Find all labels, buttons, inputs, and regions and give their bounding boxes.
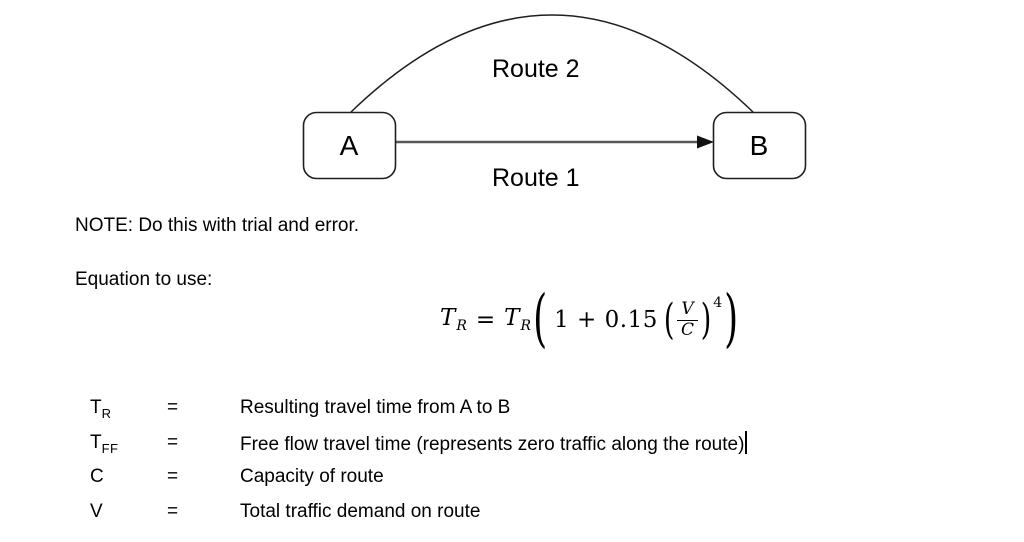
vc-fraction: V C xyxy=(677,301,698,340)
eq-rhs-subscript: R xyxy=(520,318,532,335)
route2-arc xyxy=(350,14,754,113)
symbol-base: C xyxy=(90,466,104,488)
node-a-label: A xyxy=(340,130,359,161)
route-diagram: A B Route 2 Route 1 xyxy=(302,14,807,192)
eq-rhs-coefficient: TR xyxy=(504,304,532,335)
bpr-equation: TR = TR ( 1 + 0.15 ( V C ) 4 ) xyxy=(440,287,740,353)
definition-text: Capacity of route xyxy=(240,466,384,488)
symbol-base: T xyxy=(90,397,102,418)
definition-row-tr: TR = Resulting travel time from A to B xyxy=(90,396,747,431)
text-cursor xyxy=(745,430,748,454)
definition-text: Free flow travel time (represents zero t… xyxy=(240,430,748,457)
definition-text: Total traffic demand on route xyxy=(240,500,481,522)
node-b-label: B xyxy=(750,130,769,161)
symbol-c: C xyxy=(90,465,167,491)
open-paren-large: ( xyxy=(533,283,548,355)
equals-sign: = xyxy=(167,466,179,488)
equals-sign: = xyxy=(167,500,179,522)
equals-sign: = xyxy=(167,431,179,453)
equals-sign: = xyxy=(167,397,179,418)
close-paren-inner: ) xyxy=(700,295,712,345)
definition-row-tff: TFF = Free flow travel time (represents … xyxy=(90,430,748,466)
definition-text: Resulting travel time from A to B xyxy=(240,397,511,418)
definition-text-inner: Free flow travel time (represents zero t… xyxy=(240,433,745,455)
node-b-box xyxy=(712,111,807,180)
definition-row-c: C = Capacity of route xyxy=(90,465,747,500)
fraction-numerator: V xyxy=(677,301,698,321)
eq-rhs-base: T xyxy=(504,304,520,331)
symbol-tr: TR xyxy=(90,396,167,422)
close-paren-large: ) xyxy=(724,283,739,355)
eq-lhs-base: T xyxy=(440,304,456,331)
eq-lhs-subscript: R xyxy=(456,318,467,335)
symbol-subscript: R xyxy=(101,405,112,421)
symbol-subscript: FF xyxy=(101,440,119,456)
open-paren-inner: ( xyxy=(663,295,675,345)
route2-label: Route 2 xyxy=(492,55,580,83)
node-a-box xyxy=(302,111,397,180)
eq-linear-term: 1 + 0.15 xyxy=(554,306,658,333)
eq-lhs: TR xyxy=(440,304,467,335)
fraction-denominator: C xyxy=(681,320,695,340)
symbol-base: V xyxy=(90,500,103,522)
definition-row-v: V = Total traffic demand on route xyxy=(90,500,747,535)
equation-intro: Equation to use: xyxy=(75,269,213,290)
symbol-v: V xyxy=(90,500,167,526)
route1-label: Route 1 xyxy=(492,164,580,192)
eq-equals-sign: = xyxy=(475,306,496,333)
variable-definitions: TR = Resulting travel time from A to B T… xyxy=(90,396,748,535)
symbol-base: T xyxy=(90,431,102,453)
route1-arrowhead-icon xyxy=(697,135,714,149)
note-text: NOTE: Do this with trial and error. xyxy=(75,215,360,236)
symbol-tff: TFF xyxy=(90,431,167,457)
eq-exponent: 4 xyxy=(713,295,723,311)
